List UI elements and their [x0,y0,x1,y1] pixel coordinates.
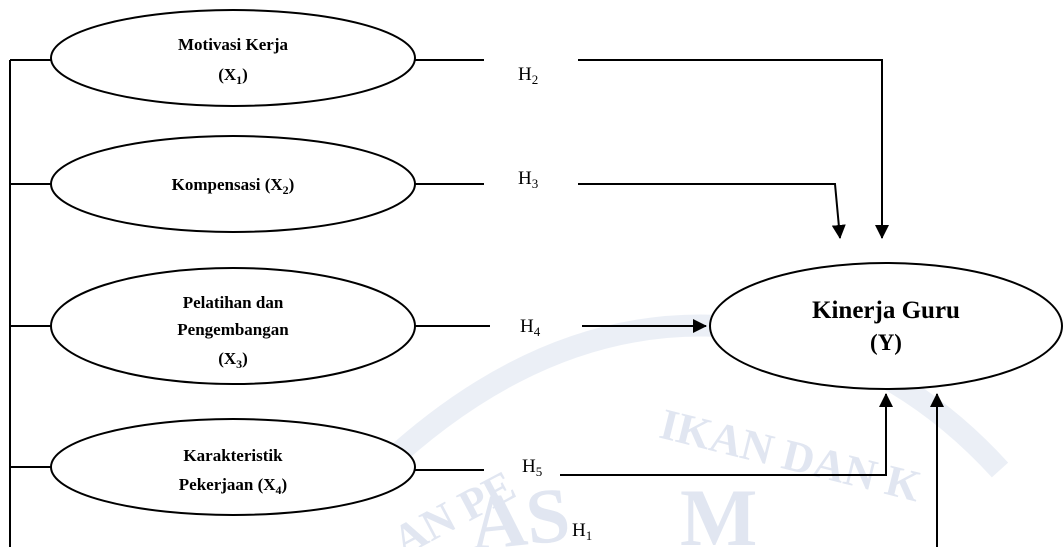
path-h4: H4 [415,316,707,339]
node-karakteristik-pekerjaan: Karakteristik Pekerjaan (X4) [50,418,416,516]
watermark-text-mid: AS [466,470,574,547]
h1-label: H1 [572,520,592,543]
node-motivasi-kerja: Motivasi Kerja (X1) [50,9,416,107]
x3-label-line2: Pengembangan [177,320,289,339]
h3-line-right [578,183,846,239]
path-h2: H2 [415,59,889,239]
x1-label-line2: (X1) [218,65,248,87]
x2-label: Kompensasi (X2) [172,175,295,197]
h2-line-right [578,59,889,239]
x4-label-line2: Pekerjaan (X4) [179,475,287,497]
watermark-text-mid2: M [680,472,757,547]
path-h5: H5 [415,393,893,479]
y-label-line2: (Y) [870,330,902,355]
ellipse-x1 [50,9,416,107]
x4-label-line1: Karakteristik [183,446,283,465]
ellipse-x4 [50,418,416,516]
x1-label-line1: Motivasi Kerja [178,35,288,54]
node-kompensasi: Kompensasi (X2) [50,135,416,233]
y-label-line1: Kinerja Guru [812,297,960,324]
h5-line-right [560,393,893,476]
h4-label: H4 [520,316,541,339]
h3-label: H3 [518,168,538,191]
node-kinerja-guru: Kinerja Guru (Y) [709,262,1063,390]
path-h1: H1 [572,393,944,547]
x3-label-line3: (X3) [218,349,248,371]
h2-label: H2 [518,64,538,87]
x3-label-line1: Pelatihan dan [183,293,284,312]
ellipse-y [709,262,1063,390]
node-pelatihan-pengembangan: Pelatihan dan Pengembangan (X3) [50,267,416,385]
h5-label: H5 [522,456,542,479]
path-h3: H3 [415,168,846,239]
